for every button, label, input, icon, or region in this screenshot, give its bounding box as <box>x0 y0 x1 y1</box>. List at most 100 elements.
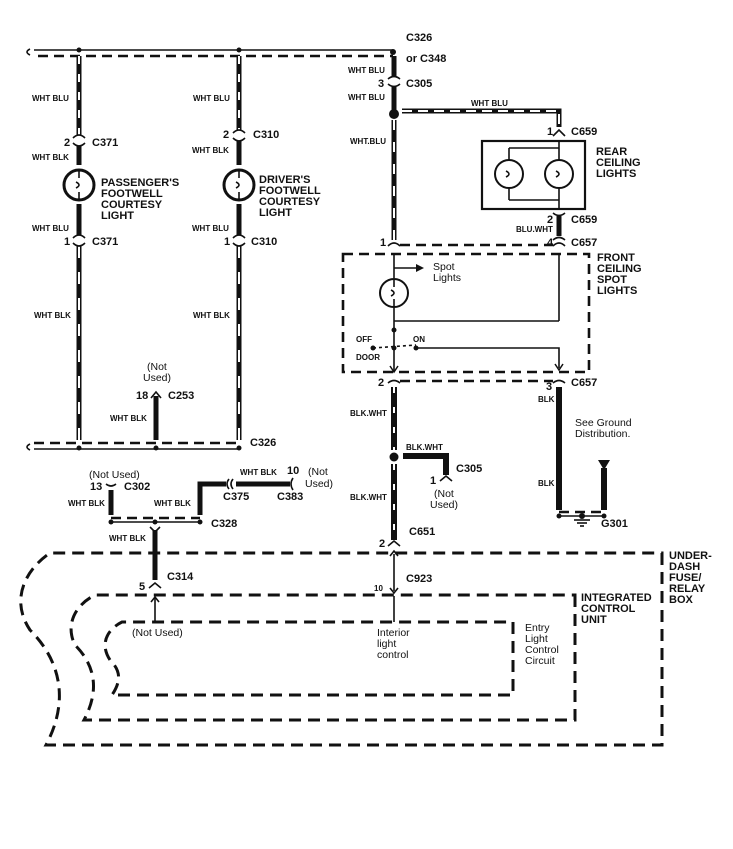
svg-text:(Not: (Not <box>147 361 167 373</box>
svg-text:Used): Used) <box>430 499 458 511</box>
svg-text:FOOTWELL: FOOTWELL <box>259 185 321 197</box>
c383-label: C383 <box>277 491 303 503</box>
svg-text:SPOT: SPOT <box>597 274 627 286</box>
c659-top-label: C659 <box>571 126 597 138</box>
svg-text:CEILING: CEILING <box>597 263 642 275</box>
c657-top-label: C657 <box>571 237 597 249</box>
underdash-fuse-relay-box <box>19 551 664 747</box>
svg-text:See Ground: See Ground <box>575 417 632 429</box>
passenger-wire <box>72 56 86 440</box>
svg-text:REAR: REAR <box>596 146 627 158</box>
c651-pin: 2 <box>379 538 385 550</box>
svg-text:FRONT: FRONT <box>597 252 635 264</box>
right-feed-wire <box>387 56 562 240</box>
c383-pin: 10 <box>287 465 299 477</box>
mid-wire-label: WHT BLK <box>154 499 191 508</box>
c659-bottom-pin: 2 <box>547 214 553 226</box>
c657-pin-3: 3 <box>546 381 552 393</box>
c657-pin-4: 4 <box>547 237 554 249</box>
c302-wire-label: WHT BLK <box>68 499 105 508</box>
svg-text:Circuit: Circuit <box>525 655 555 667</box>
left-lower-wires <box>105 477 294 620</box>
driver-wire-mid-label: WHT BLK <box>192 146 229 155</box>
c305-bottom-label: C305 <box>456 463 482 475</box>
rear-ceiling-lights-box <box>480 128 587 211</box>
svg-text:Spot: Spot <box>433 261 455 273</box>
c375-label: C375 <box>223 491 249 503</box>
c326-bottom-label: C326 <box>250 437 276 449</box>
passenger-wire-bottom-label: WHT BLK <box>34 311 71 320</box>
driver-wire-bottom-label: WHT BLK <box>193 311 230 320</box>
c659-bottom-label: C659 <box>571 214 597 226</box>
svg-text:BOX: BOX <box>669 594 694 606</box>
svg-text:control: control <box>377 649 409 661</box>
svg-text:INTEGRATED: INTEGRATED <box>581 592 652 604</box>
rear-ceiling-lamp-icon <box>494 148 574 200</box>
g301-label: G301 <box>601 518 628 530</box>
switch-door-label: DOOR <box>356 353 380 362</box>
svg-text:CONTROL: CONTROL <box>581 603 636 615</box>
c371-lower-pin: 1 <box>64 236 70 248</box>
center-lower-wire <box>387 387 453 595</box>
center-wire-a-label: BLK.WHT <box>406 443 443 452</box>
icu-not-used-label: (Not Used) <box>132 627 183 639</box>
svg-text:Interior: Interior <box>377 627 410 639</box>
svg-text:FUSE/: FUSE/ <box>669 572 701 584</box>
svg-text:LIGHT: LIGHT <box>101 210 134 222</box>
c253-stub-wire <box>150 390 162 440</box>
c659-top-pin: 1 <box>547 126 553 138</box>
driver-footwell-lamp-icon <box>222 168 256 202</box>
c923-label: C923 <box>406 573 432 585</box>
c310-lower-label: C310 <box>251 236 277 248</box>
spot-lights-label: Spot Lights <box>433 261 461 284</box>
passenger-wire-lower-label: WHT BLU <box>32 224 69 233</box>
c253-pin: 18 <box>136 390 148 402</box>
c371-upper-pin: 2 <box>64 137 70 149</box>
ground-wire <box>556 387 610 519</box>
c314-label: C314 <box>167 571 194 583</box>
front-ceiling-box <box>341 252 591 374</box>
c310-upper-label: C310 <box>253 129 279 141</box>
driver-footwell-light-label: DRIVER'S FOOTWELL COURTESY LIGHT <box>259 174 321 219</box>
driver-wire-lower-label: WHT BLU <box>192 224 229 233</box>
bottom-bus <box>26 441 242 451</box>
c657-pin-1: 1 <box>380 237 386 249</box>
c310-lower-pin: 1 <box>224 236 230 248</box>
rear-feed-wire-label: WHT BLU <box>471 99 508 108</box>
c657-pin-2: 2 <box>378 377 384 389</box>
c371-upper-label: C371 <box>92 137 118 149</box>
entry-light-control-circuit-box <box>103 620 515 697</box>
c302-not-used-label: (Not Used) <box>89 469 140 481</box>
c305-bottom-pin: 1 <box>430 475 436 487</box>
svg-text:DASH: DASH <box>669 561 700 573</box>
svg-text:COURTESY: COURTESY <box>101 199 163 211</box>
rear-wire-label: BLU.WHT <box>516 225 553 234</box>
c253-wire-label: WHT BLK <box>110 414 147 423</box>
icu-label: INTEGRATED CONTROL UNIT <box>581 592 652 626</box>
switch-on-label: ON <box>413 335 425 344</box>
c305-top-label: C305 <box>406 78 432 90</box>
c310-upper-pin: 2 <box>223 129 229 141</box>
svg-text:RELAY: RELAY <box>669 583 706 595</box>
svg-text:Entry: Entry <box>525 622 550 634</box>
svg-text:UNDER-: UNDER- <box>669 550 712 562</box>
c302-label: C302 <box>124 481 150 493</box>
integrated-control-unit-box <box>69 593 577 722</box>
svg-text:PASSENGER'S: PASSENGER'S <box>101 177 179 189</box>
svg-text:Used): Used) <box>305 478 333 490</box>
c328-label: C328 <box>211 518 237 530</box>
c657-bottom-label: C657 <box>571 377 597 389</box>
svg-text:COURTESY: COURTESY <box>259 196 321 208</box>
center-wire-b-label: BLK.WHT <box>350 409 387 418</box>
see-ground-distribution-note[interactable]: See Ground Distribution. <box>575 417 632 440</box>
c375-wire-label: WHT BLK <box>240 468 277 477</box>
interior-light-control-label: Interior light control <box>377 627 410 661</box>
c253-label: C253 <box>168 390 194 402</box>
c326-top-label: C326 <box>406 32 432 44</box>
entry-light-control-label: Entry Light Control Circuit <box>525 622 559 667</box>
c302-pin: 13 <box>90 481 102 493</box>
ground-wire-lower-label: BLK <box>538 479 555 488</box>
svg-text:UNIT: UNIT <box>581 614 607 626</box>
svg-text:Control: Control <box>525 644 559 656</box>
